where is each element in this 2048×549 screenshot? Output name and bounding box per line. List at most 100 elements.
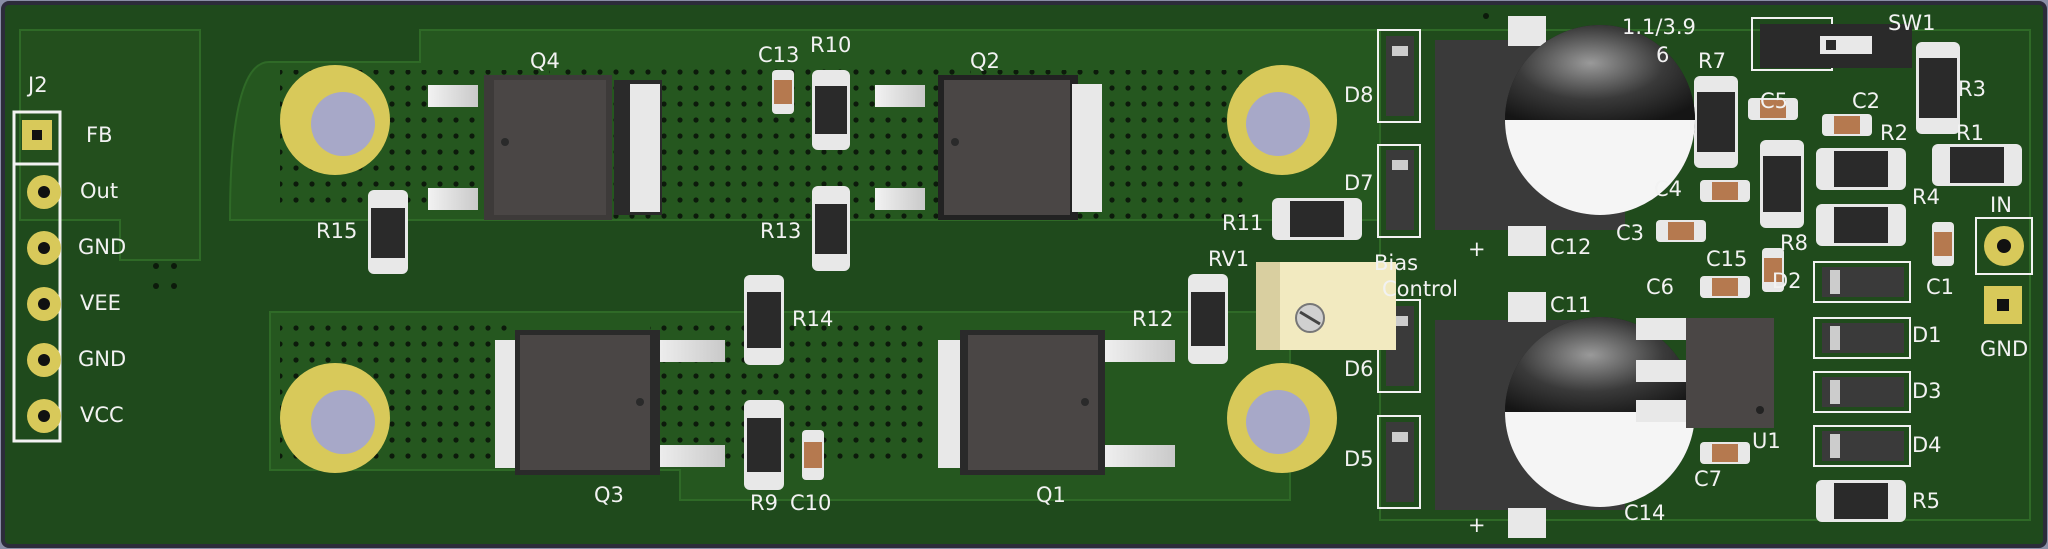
capacitor-c13 xyxy=(772,70,794,114)
pin-label-gnd-2: GND xyxy=(78,347,126,371)
c14-plus: + xyxy=(1468,513,1486,537)
resistor-r12 xyxy=(1188,274,1228,364)
resistor-r1 xyxy=(1932,144,2022,186)
diode-d3 xyxy=(1813,371,1911,413)
q1-ref: Q1 xyxy=(1036,483,1066,507)
resistor-r13 xyxy=(812,186,850,271)
capacitor-c5 xyxy=(1748,98,1798,120)
mounting-hole xyxy=(1227,363,1337,473)
smd-resistors-horizontal xyxy=(1272,144,2022,522)
version-text: 1.1/3.9 xyxy=(1622,15,1696,39)
switch-sw1: SW1 xyxy=(1751,11,1935,71)
diode-d7 xyxy=(1377,144,1421,238)
resistor-r7 xyxy=(1694,76,1738,168)
c6-ref: C6 xyxy=(1646,275,1674,299)
resistor-r8 xyxy=(1760,140,1804,228)
c15-ref: C15 xyxy=(1706,247,1747,271)
resistor-r4 xyxy=(1816,204,1906,246)
connector-j2: J2 FB Out GND VEE GND VCC xyxy=(12,73,126,443)
diode-d5 xyxy=(1377,415,1421,509)
resistor-r15 xyxy=(368,190,408,274)
rv1-note-bias: Bias xyxy=(1374,251,1418,275)
d6-ref: D6 xyxy=(1344,357,1374,381)
sw1-ref: SW1 xyxy=(1888,11,1935,35)
mounting-hole xyxy=(1227,65,1337,175)
c2-ref: C2 xyxy=(1852,89,1880,113)
d2-ref: D2 xyxy=(1772,269,1802,293)
c3-ref: C3 xyxy=(1616,221,1644,245)
pin-label-fb: FB xyxy=(86,123,113,147)
capacitor-c1 xyxy=(1932,222,1954,266)
capacitor-c3 xyxy=(1656,220,1706,242)
resistor-r14 xyxy=(744,275,784,365)
d7-ref: D7 xyxy=(1344,171,1374,195)
d1-ref: D1 xyxy=(1912,323,1942,347)
mounting-hole xyxy=(280,65,390,175)
r3-ref: R3 xyxy=(1958,77,1986,101)
resistor-r2 xyxy=(1816,148,1906,190)
transistor-q1: Q1 xyxy=(938,330,1175,507)
r7-ref: R7 xyxy=(1698,49,1726,73)
d3-ref: D3 xyxy=(1912,379,1942,403)
capacitor-c10 xyxy=(802,430,824,480)
c12-plus: + xyxy=(1468,237,1486,261)
pin-label-vee: VEE xyxy=(80,291,121,315)
mounting-holes xyxy=(280,65,1337,473)
stray-vias xyxy=(153,13,1489,289)
input-pads: IN GND xyxy=(1975,193,2033,361)
r2-ref: R2 xyxy=(1880,121,1908,145)
r14-ref: R14 xyxy=(792,307,833,331)
d5-ref: D5 xyxy=(1344,447,1374,471)
r11-ref: R11 xyxy=(1222,211,1263,235)
capacitor-c6 xyxy=(1700,276,1750,298)
electrolytic-capacitor-c12: + xyxy=(1435,16,1695,261)
c4-ref: C4 xyxy=(1654,177,1682,201)
r10-ref: R10 xyxy=(810,33,851,57)
pin-label-gnd-1: GND xyxy=(78,235,126,259)
transistor-q3: Q3 xyxy=(495,330,725,507)
c14-ref: C14 xyxy=(1624,501,1665,525)
c7-ref: C7 xyxy=(1694,467,1722,491)
diodes-horizontal xyxy=(1813,261,1911,467)
diode-d8 xyxy=(1377,29,1421,123)
resistor-r11 xyxy=(1272,198,1362,240)
capacitor-c4 xyxy=(1700,180,1750,202)
r5-ref: R5 xyxy=(1912,489,1940,513)
j2-ref: J2 xyxy=(26,73,48,97)
c12-ref: C12 xyxy=(1550,235,1591,259)
q3-ref: Q3 xyxy=(594,483,624,507)
silkscreen-labels: C13 R10 R15 R13 R14 R12 R9 C10 R11 D8 D7… xyxy=(316,15,1986,525)
r15-ref: R15 xyxy=(316,219,357,243)
r8-ref: R8 xyxy=(1780,231,1808,255)
input-gnd-label: GND xyxy=(1980,337,2028,361)
c13-ref: C13 xyxy=(758,43,799,67)
transistor-q4: Q4 xyxy=(428,49,662,220)
transistor-q2: Q2 xyxy=(875,49,1102,220)
pin-label-out: Out xyxy=(80,179,118,203)
small-capacitors xyxy=(772,70,1954,480)
regulator-u1: U1 xyxy=(1636,318,1781,453)
trimmer-rv1: RV1 Bias Control xyxy=(1208,247,1458,350)
diode-d2 xyxy=(1813,261,1911,303)
d8-ref: D8 xyxy=(1344,83,1374,107)
c10-ref: C10 xyxy=(790,491,831,515)
resistor-r3 xyxy=(1916,42,1960,134)
diode-d4 xyxy=(1813,425,1911,467)
diode-d1 xyxy=(1813,317,1911,359)
electrolytic-capacitor-c14: + xyxy=(1435,292,1695,538)
q2-ref: Q2 xyxy=(970,49,1000,73)
r12-ref: R12 xyxy=(1132,307,1173,331)
r4-ref: R4 xyxy=(1912,185,1940,209)
fragment-6: 6 xyxy=(1656,43,1669,67)
mounting-hole xyxy=(280,363,390,473)
r1-ref: R1 xyxy=(1956,121,1984,145)
capacitor-c15 xyxy=(1762,248,1784,292)
resistor-r9 xyxy=(744,400,784,490)
r13-ref: R13 xyxy=(760,219,801,243)
capacitor-c2 xyxy=(1822,114,1872,136)
resistor-r10 xyxy=(812,70,850,150)
d4-ref: D4 xyxy=(1912,433,1942,457)
c11-ref: C11 xyxy=(1550,293,1591,317)
pin-label-vcc: VCC xyxy=(80,403,124,427)
